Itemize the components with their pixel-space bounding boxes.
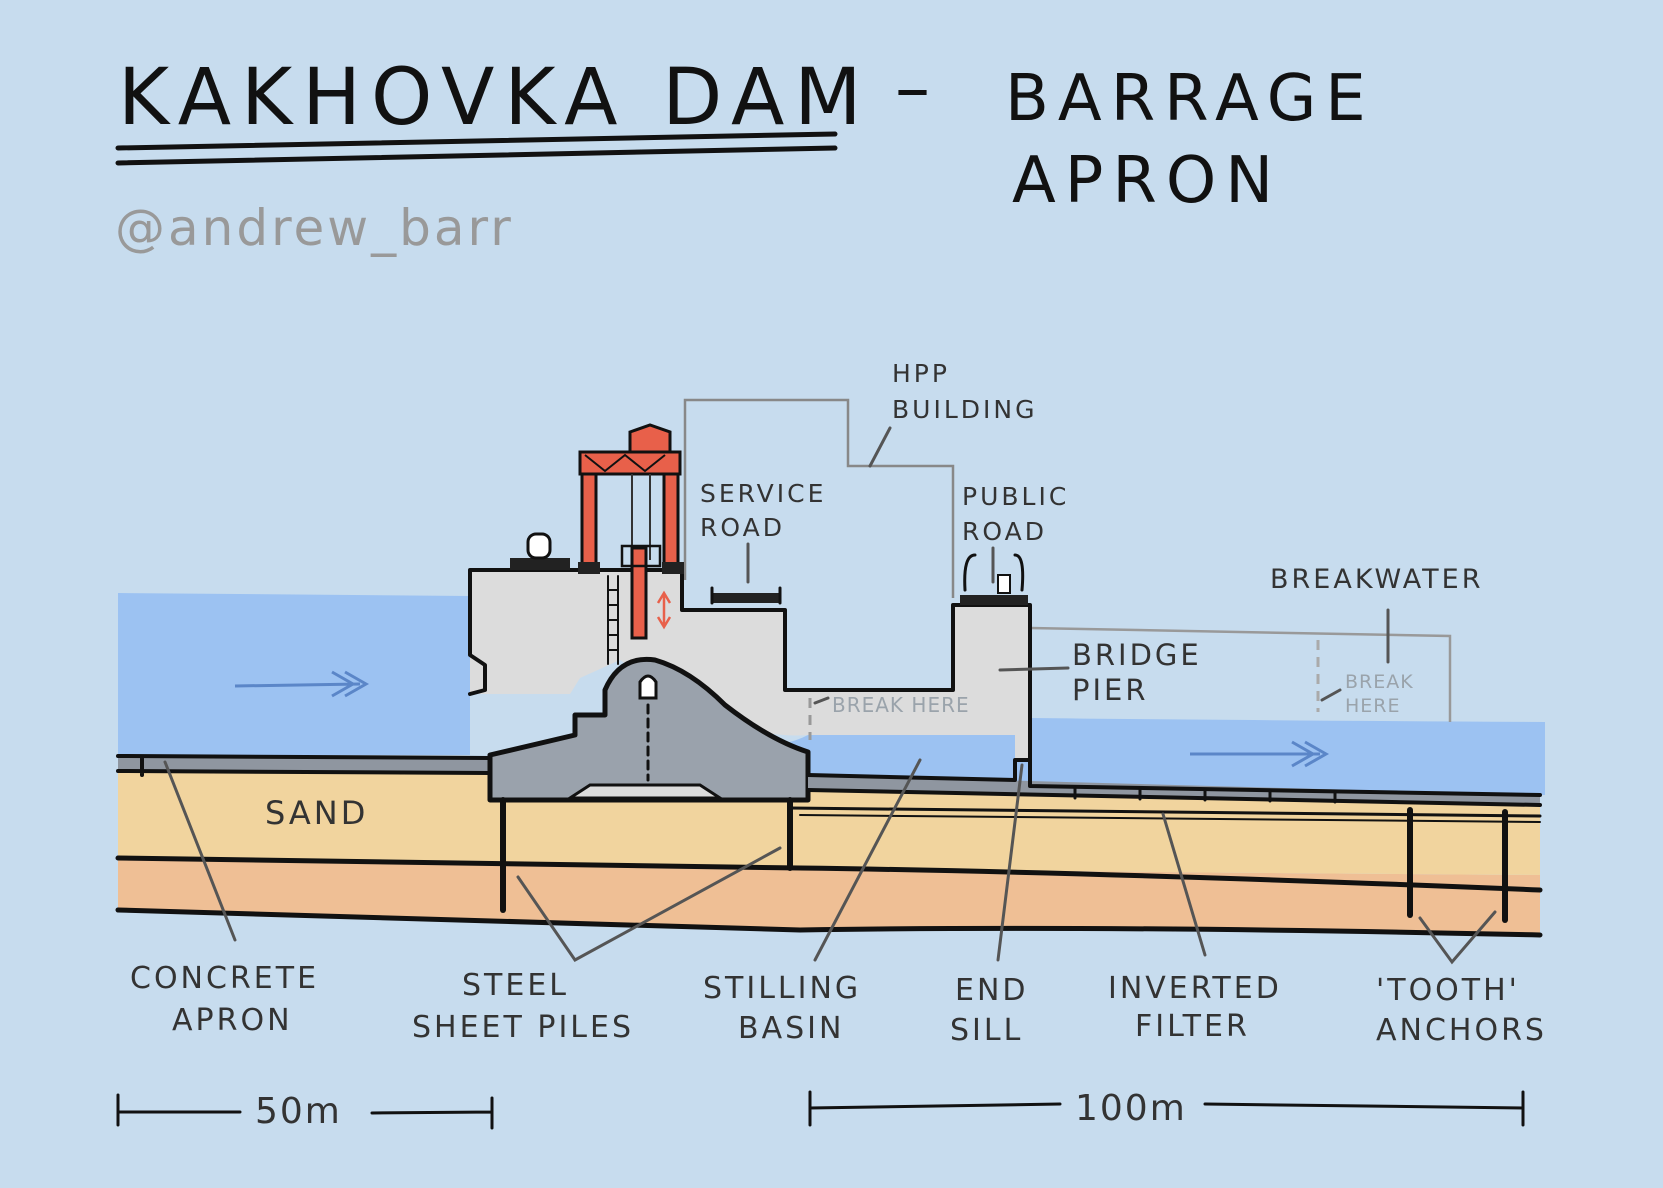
breakwater-outline [1029, 626, 1452, 722]
label-break-here-2b: HERE [1345, 695, 1401, 717]
scale-label-50m: 50m [255, 1091, 342, 1132]
bridge-pier-body [470, 570, 1030, 760]
sand-top-line [788, 806, 1542, 818]
public-road-deck [960, 553, 1028, 605]
label-public-road-2: ROAD [962, 517, 1047, 546]
label-sand: SAND [265, 794, 368, 832]
label-stilling-basin-2: BASIN [738, 1011, 844, 1046]
label-hpp-building-2: BUILDING [892, 395, 1037, 424]
label-concrete-apron-2: APRON [172, 1003, 293, 1038]
leader-lines [163, 426, 1497, 965]
service-road-deck [710, 586, 782, 605]
title-dash: – [895, 47, 930, 129]
title-underline-2 [115, 145, 838, 166]
label-hpp-building-1: HPP [892, 359, 950, 388]
label-tooth-anchors-1: 'TOOTH' [1376, 973, 1520, 1008]
label-concrete-apron-1: CONCRETE [130, 961, 319, 996]
spillway-ogee [490, 659, 808, 800]
upstream-water [118, 593, 470, 755]
bridge-pier-outline [468, 568, 1032, 762]
label-end-sill-1: END [955, 973, 1029, 1008]
downstream-flow-arrow [1190, 740, 1330, 768]
label-steel-sheet-piles-1: STEEL [462, 968, 569, 1003]
upstream-flow-arrow [234, 670, 370, 698]
title-underline-1 [115, 131, 838, 151]
concrete-apron-outline [116, 754, 492, 777]
gantry-winch [510, 532, 570, 570]
label-service-road-2: ROAD [700, 513, 785, 542]
label-inverted-filter-2: FILTER [1135, 1009, 1250, 1044]
label-inverted-filter-1: INVERTED [1108, 971, 1282, 1006]
subsoil-bottom-boundary [115, 907, 1543, 938]
sand-subsoil-boundary [115, 855, 1543, 893]
concrete-apron-shape [118, 756, 490, 773]
label-break-here-2a: BREAK [1345, 671, 1414, 693]
title-line2a: BARRAGE [1005, 62, 1375, 136]
label-bridge-pier-2: PIER [1072, 673, 1149, 707]
basin-floor-outline [806, 758, 1542, 807]
label-steel-sheet-piles-2: SHEET PILES [412, 1010, 634, 1045]
label-end-sill-2: SILL [950, 1013, 1023, 1048]
scale-bar-100m: 100m [808, 1088, 1525, 1129]
label-break-here-1: BREAK HERE [832, 693, 970, 717]
spillway-gate [620, 544, 672, 640]
label-breakwater: BREAKWATER [1270, 564, 1483, 595]
label-service-road-1: SERVICE [700, 479, 826, 508]
author-handle: @andrew_barr [115, 199, 514, 257]
label-public-road-1: PUBLIC [962, 482, 1069, 511]
spillway-gallery [564, 783, 726, 800]
gate-slot [607, 575, 619, 665]
spillway-outline [487, 656, 811, 803]
hpp-building-outline [683, 398, 955, 598]
drainage-tunnel [638, 674, 658, 700]
title-line1: KAKHOVKA DAM [118, 53, 872, 143]
filter-drains [1073, 786, 1337, 804]
scale-label-100m: 100m [1075, 1088, 1187, 1129]
label-bridge-pier-1: BRIDGE [1072, 638, 1202, 672]
label-tooth-anchors-2: ANCHORS [1376, 1013, 1547, 1048]
scale-bar-50m: 50m [116, 1091, 494, 1132]
label-stilling-basin-1: STILLING [703, 971, 861, 1006]
title-line2b: APRON [1012, 144, 1282, 218]
